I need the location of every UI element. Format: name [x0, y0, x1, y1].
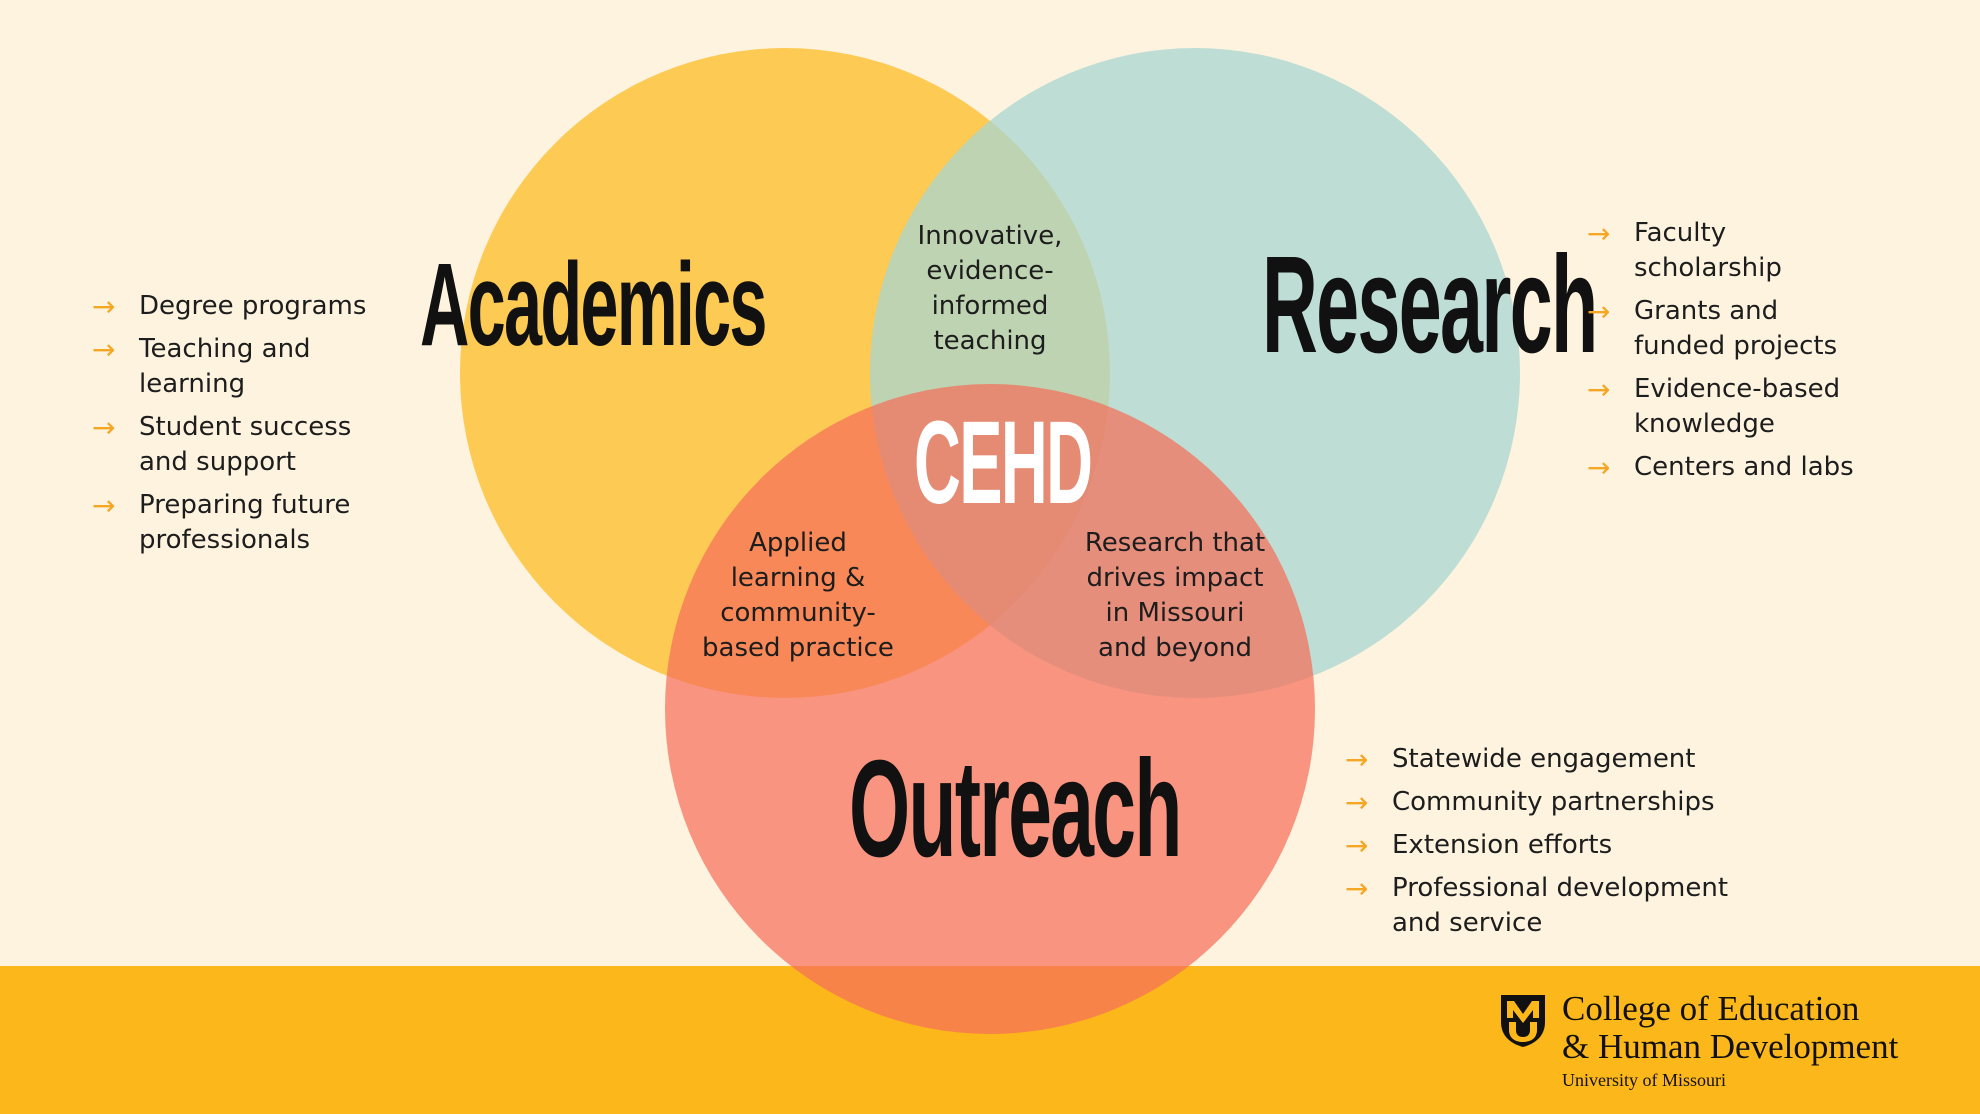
- academics-list: → Degree programs → Teaching and learning →…: [92, 289, 382, 566]
- list-item: → Centers and labs: [1587, 450, 1877, 485]
- list-item-text: learning: [139, 369, 246, 399]
- logo-university-name: University of Missouri: [1562, 1070, 1726, 1090]
- overlap-line: teaching: [933, 326, 1047, 356]
- list-item-text: Teaching and: [139, 334, 311, 364]
- arrow-right-icon: →: [1345, 786, 1369, 819]
- list-item: → Degree programs: [92, 289, 382, 324]
- overlap-research-outreach: Research that drives impact in Missouri …: [1063, 526, 1287, 666]
- overlap-line: informed: [931, 291, 1049, 321]
- logo-college-name-line1: College of Education: [1562, 989, 1860, 1028]
- list-item-text: and support: [139, 447, 297, 477]
- list-item-text: Evidence-based: [1634, 374, 1841, 404]
- research-list: → Faculty scholarship → Grants and funded pr…: [1587, 216, 1877, 493]
- overlap-line: community-: [720, 598, 876, 628]
- list-item-text: Community partnerships: [1392, 787, 1715, 817]
- overlap-line: in Missouri: [1105, 598, 1245, 628]
- overlap-line: and beyond: [1098, 633, 1252, 663]
- list-item-text: Statewide engagement: [1392, 744, 1696, 774]
- logo-college-name-line2: & Human Development: [1562, 1027, 1899, 1066]
- overlap-line: based practice: [702, 633, 894, 663]
- outreach-circle: [665, 384, 1315, 1034]
- arrow-right-icon: →: [92, 411, 116, 444]
- list-item-text: funded projects: [1634, 331, 1838, 361]
- arrow-right-icon: →: [92, 489, 116, 522]
- list-item-text: Centers and labs: [1634, 452, 1854, 482]
- arrow-right-icon: →: [1345, 743, 1369, 776]
- overlap-line: Innovative,: [917, 221, 1063, 251]
- list-item: → Community partnerships: [1345, 785, 1765, 820]
- list-item-text: Degree programs: [139, 291, 367, 321]
- overlap-academics-research: Innovative, evidence- informed teaching: [880, 219, 1100, 359]
- center-label: CEHD: [914, 397, 1093, 529]
- list-item-text: professionals: [139, 525, 311, 555]
- list-item-text: Preparing future: [139, 490, 351, 520]
- academics-title: Academics: [420, 239, 768, 371]
- list-item: → Faculty scholarship: [1587, 216, 1877, 286]
- list-item: → Professional development and service: [1345, 871, 1765, 941]
- arrow-right-icon: →: [1345, 829, 1369, 862]
- list-item-text: Professional development: [1392, 873, 1729, 903]
- list-item-text: scholarship: [1634, 253, 1782, 283]
- arrow-right-icon: →: [92, 333, 116, 366]
- list-item: → Extension efforts: [1345, 828, 1765, 863]
- arrow-right-icon: →: [1587, 451, 1611, 484]
- list-item-text: Faculty: [1634, 218, 1727, 248]
- list-item-text: Extension efforts: [1392, 830, 1613, 860]
- outreach-list: → Statewide engagement → Community partner…: [1345, 742, 1765, 949]
- list-item-text: Grants and: [1634, 296, 1779, 326]
- list-item: → Statewide engagement: [1345, 742, 1765, 777]
- list-item: → Evidence-based knowledge: [1587, 372, 1877, 442]
- arrow-right-icon: →: [1587, 295, 1611, 328]
- list-item: → Teaching and learning: [92, 332, 382, 402]
- outreach-title: Outreach: [849, 732, 1182, 886]
- overlap-line: Research that: [1084, 528, 1266, 558]
- list-item: → Preparing future professionals: [92, 488, 382, 558]
- list-item-text: knowledge: [1634, 409, 1775, 439]
- overlap-line: drives impact: [1086, 563, 1264, 593]
- overlap-academics-outreach: Applied learning & community- based prac…: [688, 526, 908, 666]
- list-item-text: Student success: [139, 412, 352, 442]
- mizzou-mu-icon: [1501, 995, 1545, 1047]
- research-title: Research: [1262, 228, 1598, 382]
- list-item-text: and service: [1392, 908, 1543, 938]
- overlap-line: Applied: [749, 528, 847, 558]
- list-item: → Student success and support: [92, 410, 382, 480]
- arrow-right-icon: →: [1587, 217, 1611, 250]
- arrow-right-icon: →: [1587, 373, 1611, 406]
- arrow-right-icon: →: [92, 290, 116, 323]
- list-item: → Grants and funded projects: [1587, 294, 1877, 364]
- overlap-line: evidence-: [926, 256, 1054, 286]
- arrow-right-icon: →: [1345, 872, 1369, 905]
- overlap-line: learning &: [730, 563, 866, 593]
